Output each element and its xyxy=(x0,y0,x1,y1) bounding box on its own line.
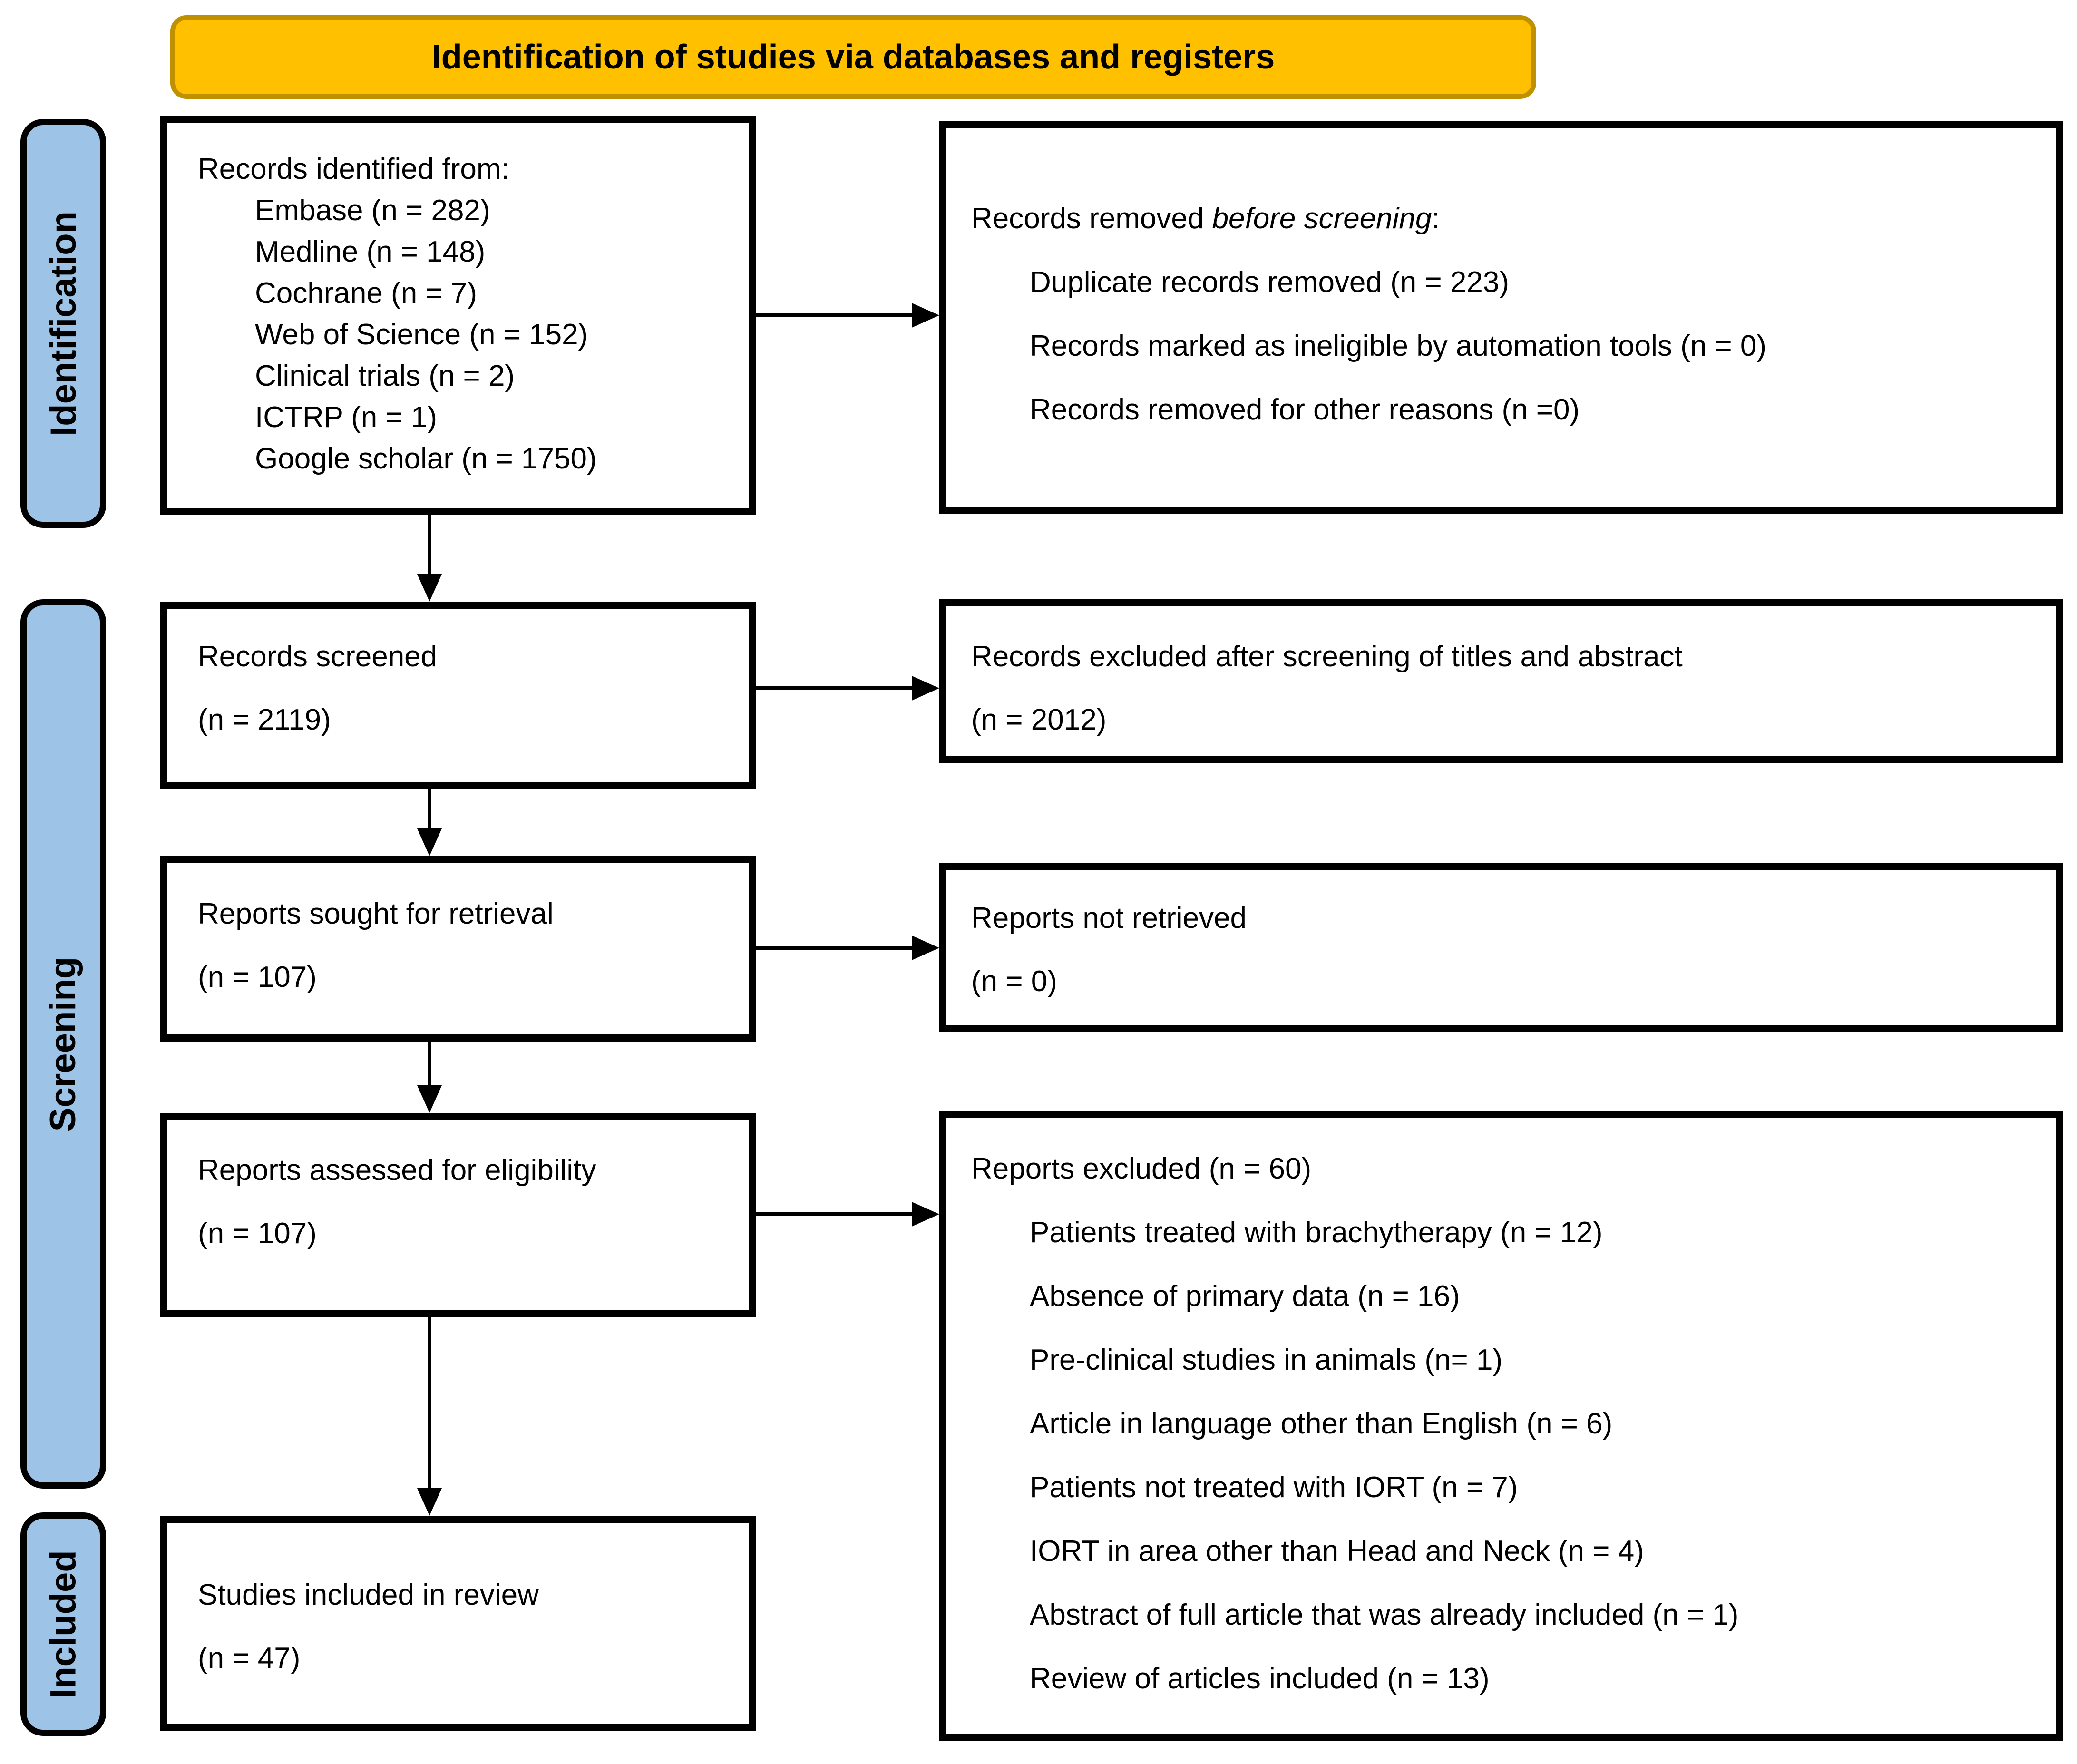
box-line1: Reports not retrieved xyxy=(971,902,1247,935)
header-prefix: Records removed xyxy=(971,202,1212,235)
arrow-line-identified-to-screened xyxy=(428,515,431,575)
box-line2: (n = 0) xyxy=(971,965,1057,998)
list-item: Duplicate records removed (n = 223) xyxy=(1030,266,1509,299)
list-item: ICTRP (n = 1) xyxy=(255,401,438,434)
list-item: Web of Science (n = 152) xyxy=(255,318,588,351)
stage-label-identification: Identification xyxy=(20,119,106,528)
list-item: Cochrane (n = 7) xyxy=(255,277,477,310)
arrow-line-assessed-to-included xyxy=(428,1317,431,1489)
list-item: Abstract of full article that was alread… xyxy=(1030,1598,1739,1631)
box-reports-not-retrieved: Reports not retrieved (n = 0) xyxy=(939,863,2063,1032)
list-item: Medline (n = 148) xyxy=(255,235,486,268)
list-item: IORT in area other than Head and Neck (n… xyxy=(1030,1535,1644,1568)
list-item: Patients not treated with IORT (n = 7) xyxy=(1030,1471,1518,1504)
list-item: Embase (n = 282) xyxy=(255,194,490,227)
stage-label-included-text: Included xyxy=(43,1550,84,1699)
arrow-line-sought-to-not-retrieved xyxy=(756,946,913,950)
header-suffix: : xyxy=(1432,202,1440,235)
list-item: Review of articles included (n = 13) xyxy=(1030,1662,1490,1695)
box-records-excluded-after-screening: Records excluded after screening of titl… xyxy=(939,599,2063,763)
stage-label-screening: Screening xyxy=(20,599,106,1489)
box-line1: Reports assessed for eligibility xyxy=(198,1154,596,1187)
box-reports-sought-for-retrieval: Reports sought for retrieval (n = 107) xyxy=(160,856,756,1042)
stage-label-identification-text: Identification xyxy=(43,211,84,436)
arrow-head-sought-to-assessed xyxy=(417,1085,442,1113)
box-item-list: Embase (n = 282) Medline (n = 148) Cochran… xyxy=(198,190,740,479)
stage-label-included: Included xyxy=(20,1512,106,1736)
arrow-head-assessed-to-excluded xyxy=(912,1202,939,1227)
box-line2: (n = 47) xyxy=(198,1642,301,1675)
list-item: Records marked as ineligible by automati… xyxy=(1030,330,1767,362)
list-item: Article in language other than English (… xyxy=(1030,1407,1613,1440)
box-line1: Records screened xyxy=(198,640,438,673)
box-line2: (n = 107) xyxy=(198,1217,317,1250)
header-italic: before screening xyxy=(1212,202,1432,235)
box-line2: (n = 2119) xyxy=(198,703,331,736)
arrow-head-identified-to-screened xyxy=(417,574,442,602)
arrow-line-sought-to-assessed xyxy=(428,1042,431,1086)
box-reports-assessed-for-eligibility: Reports assessed for eligibility (n = 10… xyxy=(160,1113,756,1317)
arrow-line-screened-to-excluded xyxy=(756,686,913,690)
box-line2: (n = 107) xyxy=(198,961,317,994)
list-item: Clinical trials (n = 2) xyxy=(255,360,515,392)
arrow-head-screened-to-excluded xyxy=(912,676,939,701)
list-item: Records removed for other reasons (n =0) xyxy=(1030,393,1580,426)
arrow-line-assessed-to-excluded xyxy=(756,1212,913,1216)
list-item: Patients treated with brachytherapy (n =… xyxy=(1030,1216,1603,1249)
banner-title-text: Identification of studies via databases … xyxy=(431,38,1275,76)
box-records-identified: Records identified from: Embase (n = 282… xyxy=(160,116,756,515)
box-item-list: Duplicate records removed (n = 223) Recor… xyxy=(971,251,2047,442)
box-records-removed-before-screening: Records removed before screening: Duplic… xyxy=(939,121,2063,514)
stage-label-screening-text: Screening xyxy=(43,956,84,1131)
arrow-line-screened-to-sought xyxy=(428,789,431,829)
list-item: Pre-clinical studies in animals (n= 1) xyxy=(1030,1344,1503,1376)
box-line1: Reports sought for retrieval xyxy=(198,897,554,930)
box-item-list: Patients treated with brachytherapy (n =… xyxy=(971,1201,2047,1711)
list-item: Google scholar (n = 1750) xyxy=(255,442,597,475)
arrow-head-screened-to-sought xyxy=(417,828,442,856)
box-studies-included-in-review: Studies included in review (n = 47) xyxy=(160,1516,756,1731)
box-records-screened: Records screened (n = 2119) xyxy=(160,602,756,789)
box-header: Reports excluded (n = 60) xyxy=(971,1152,1312,1185)
banner-title: Identification of studies via databases … xyxy=(170,15,1536,99)
arrow-head-identified-to-removed xyxy=(912,303,939,328)
box-reports-excluded: Reports excluded (n = 60) Patients treat… xyxy=(939,1111,2063,1741)
arrow-head-sought-to-not-retrieved xyxy=(912,936,939,960)
box-line1: Studies included in review xyxy=(198,1579,539,1611)
box-line1: Records excluded after screening of titl… xyxy=(971,640,1683,673)
box-header: Records identified from: xyxy=(198,153,509,185)
list-item: Absence of primary data (n = 16) xyxy=(1030,1280,1460,1313)
box-line2: (n = 2012) xyxy=(971,703,1107,736)
arrow-head-assessed-to-included xyxy=(417,1488,442,1516)
box-header: Records removed before screening: xyxy=(971,187,2047,251)
arrow-line-identified-to-removed xyxy=(756,313,913,317)
